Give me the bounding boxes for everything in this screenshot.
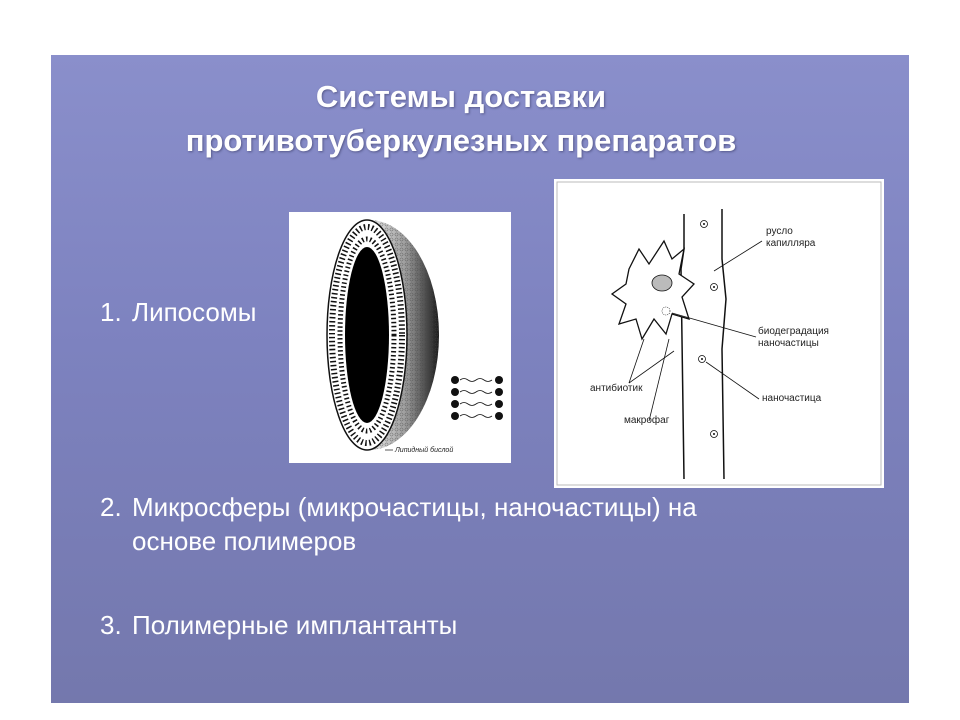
list-item-text: Микросферы (микрочастицы, наночастицы) н… xyxy=(132,492,697,522)
list-item-number: 2. xyxy=(100,492,122,522)
slide-title-line-1: Системы доставки xyxy=(315,79,607,114)
list-item-text: Липосомы xyxy=(132,297,257,327)
capillary-figure: русло капилляра биодеградация наночастиц… xyxy=(554,179,884,488)
capillary-diagram xyxy=(556,181,882,486)
macrophage-shape xyxy=(610,239,695,341)
slide-title-line-2: противотуберкулезных препаратов xyxy=(185,123,737,158)
list-item-implants: 3. Полимерные имплантанты xyxy=(100,608,457,642)
liposome-illustration xyxy=(326,219,503,451)
antibiotic-label: антибиотик xyxy=(590,383,643,394)
list-item-liposomes: 1. Липосомы xyxy=(100,295,256,329)
lipid-bilayer-label: Липидный бислой xyxy=(395,447,454,454)
list-item-number: 1. xyxy=(100,297,122,327)
biodegradation-label: биодеградация наночастицы xyxy=(758,326,829,349)
list-item-text: Полимерные имплантанты xyxy=(132,610,458,640)
nanoparticle-label: наночастица xyxy=(762,393,822,404)
macrophage-label: макрофаг xyxy=(624,415,670,426)
capillary-bed-label: русло капилляра xyxy=(766,226,816,249)
slide-title: Системы доставки противотуберкулезных пр… xyxy=(51,75,871,163)
list-item-number: 3. xyxy=(100,610,122,640)
liposome-figure: Липидный бислой xyxy=(289,212,511,463)
list-item-microspheres: 2. Микросферы (микрочастицы, наночастицы)… xyxy=(100,490,697,558)
slide: Системы доставки противотуберкулезных пр… xyxy=(51,55,909,703)
bilayer-key xyxy=(451,376,503,420)
list-item-continuation: основе полимеров xyxy=(132,526,357,556)
